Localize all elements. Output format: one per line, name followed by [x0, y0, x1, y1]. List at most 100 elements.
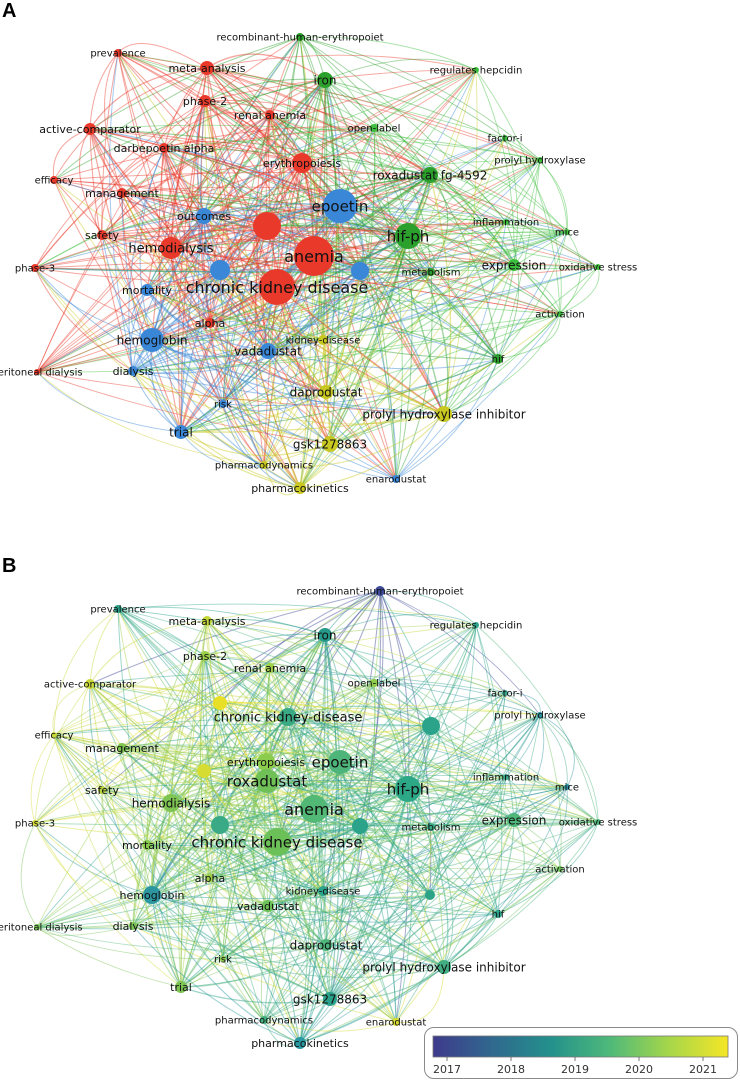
node-expression[interactable] — [507, 813, 521, 827]
node-gsk1278863[interactable] — [323, 992, 337, 1006]
node-hemodialysis[interactable] — [162, 794, 180, 812]
node-activation[interactable] — [557, 866, 563, 872]
node-metabolism[interactable] — [427, 268, 435, 276]
node-regulates-hepcidin[interactable] — [473, 67, 479, 73]
node-oxidative-stress[interactable] — [595, 264, 601, 270]
node-outcomes[interactable] — [196, 208, 212, 224]
node-dialysis[interactable] — [129, 922, 137, 930]
node-epoetin[interactable] — [323, 189, 357, 223]
node-pharmacokinetics[interactable] — [294, 482, 306, 494]
node-vadadustat[interactable] — [260, 343, 276, 359]
node-daprodustat[interactable] — [320, 939, 332, 951]
node-peritoneal-dialysis[interactable] — [34, 369, 40, 375]
node-efficacy[interactable] — [51, 732, 57, 738]
node-open-label[interactable] — [370, 124, 378, 132]
node-phase-2[interactable] — [200, 651, 210, 661]
node-unlabeled-13[interactable] — [422, 717, 440, 735]
node-erythropoiesis[interactable] — [292, 153, 312, 173]
node-anemia[interactable] — [294, 236, 334, 276]
node-kidney-disease[interactable] — [318, 886, 328, 896]
node-mortality[interactable] — [142, 840, 152, 850]
node-anemia[interactable] — [300, 795, 328, 823]
node-chronic-kidney-disease[interactable] — [263, 828, 291, 856]
node-prolyl-hydroxylase[interactable] — [537, 157, 543, 163]
node-mice[interactable] — [564, 229, 570, 235]
node-chronic-kidney-disease[interactable] — [259, 269, 295, 305]
node-renal-anemia[interactable] — [265, 663, 275, 673]
node-hif[interactable] — [493, 354, 503, 364]
node-alpha[interactable] — [206, 874, 214, 882]
node-alpha[interactable] — [205, 318, 215, 328]
node-activation[interactable] — [557, 311, 563, 317]
node-unlabeled-11[interactable] — [213, 696, 227, 710]
node-hif-ph[interactable] — [395, 776, 421, 802]
node-management[interactable] — [117, 743, 127, 753]
node-meta-analysis[interactable] — [202, 616, 212, 626]
node-trial[interactable] — [174, 425, 188, 439]
node-pharmacodynamics[interactable] — [260, 461, 268, 469]
node-safety[interactable] — [98, 786, 106, 794]
node-unlabeled-30[interactable] — [211, 816, 229, 834]
node-hif-ph[interactable] — [395, 223, 421, 249]
node-enarodustat[interactable] — [392, 1018, 400, 1026]
node-risk[interactable] — [220, 956, 226, 962]
node-phase-3[interactable] — [32, 820, 38, 826]
node-phase-2[interactable] — [199, 95, 211, 107]
node-erythropoiesis[interactable] — [257, 753, 275, 771]
node-mice[interactable] — [564, 784, 570, 790]
node-mortality[interactable] — [141, 284, 153, 296]
node-hif[interactable] — [494, 910, 502, 918]
node-unlabeled-19[interactable] — [253, 212, 281, 240]
node-dialysis[interactable] — [128, 366, 138, 376]
node-pharmacodynamics[interactable] — [260, 1016, 268, 1024]
node-oxidative-stress[interactable] — [595, 819, 601, 825]
node-prevalence[interactable] — [114, 49, 122, 57]
node-inflammation[interactable] — [503, 219, 509, 225]
node-kidney-disease[interactable] — [318, 335, 328, 345]
node-risk[interactable] — [219, 400, 227, 408]
node-inflammation[interactable] — [503, 774, 509, 780]
node-active-comparator[interactable] — [84, 123, 96, 135]
node-open-label[interactable] — [370, 679, 378, 687]
node-daprodustat[interactable] — [319, 385, 333, 399]
node-pharmacokinetics[interactable] — [294, 1037, 306, 1049]
node-management[interactable] — [117, 188, 127, 198]
node-hemodialysis[interactable] — [160, 237, 182, 259]
node-chronic-kidney-disease[interactable] — [279, 708, 297, 726]
node-unlabeled-29[interactable] — [210, 260, 230, 280]
node-epoetin[interactable] — [328, 750, 352, 774]
node-peritoneal-dialysis[interactable] — [34, 924, 40, 930]
node-safety[interactable] — [97, 230, 107, 240]
node-hemoglobin[interactable] — [143, 886, 161, 904]
node-enarodustat[interactable] — [392, 475, 400, 483]
node-efficacy[interactable] — [50, 176, 58, 184]
node-prolyl-hydroxylase[interactable] — [537, 712, 543, 718]
node-gsk1278863[interactable] — [322, 436, 338, 452]
node-unlabeled-42[interactable] — [425, 890, 435, 900]
node-prolyl-hydroxylase-inhibitor[interactable] — [436, 406, 452, 422]
node-expression[interactable] — [508, 259, 520, 271]
node-metabolism[interactable] — [427, 823, 435, 831]
node-unlabeled-31[interactable] — [352, 818, 368, 834]
node-prevalence[interactable] — [114, 605, 122, 613]
node-meta-analysis[interactable] — [200, 61, 214, 75]
node-regulates-hepcidin[interactable] — [473, 622, 479, 628]
node-active-comparator[interactable] — [85, 679, 95, 689]
node-recombinant-human-erythropoiet[interactable] — [296, 33, 304, 41]
node-darbepoetin-alpha[interactable] — [159, 143, 169, 153]
node-renal-anemia[interactable] — [265, 110, 275, 120]
node-trial[interactable] — [175, 981, 187, 993]
node-phase-3[interactable] — [31, 264, 39, 272]
node-iron[interactable] — [317, 72, 333, 88]
node-roxadustat[interactable] — [255, 769, 279, 793]
node-iron[interactable] — [318, 628, 332, 642]
node-hemoglobin[interactable] — [140, 328, 164, 352]
node-recombinant-human-erythropoiet[interactable] — [375, 586, 385, 596]
node-roxadustat-fg-4592[interactable] — [422, 167, 438, 183]
node-unlabeled-23[interactable] — [197, 764, 211, 778]
node-factor-i[interactable] — [502, 690, 508, 696]
node-unlabeled-30[interactable] — [351, 262, 369, 280]
node-prolyl-hydroxylase-inhibitor[interactable] — [437, 960, 451, 974]
node-factor-i[interactable] — [502, 135, 508, 141]
node-vadadustat[interactable] — [262, 900, 274, 912]
